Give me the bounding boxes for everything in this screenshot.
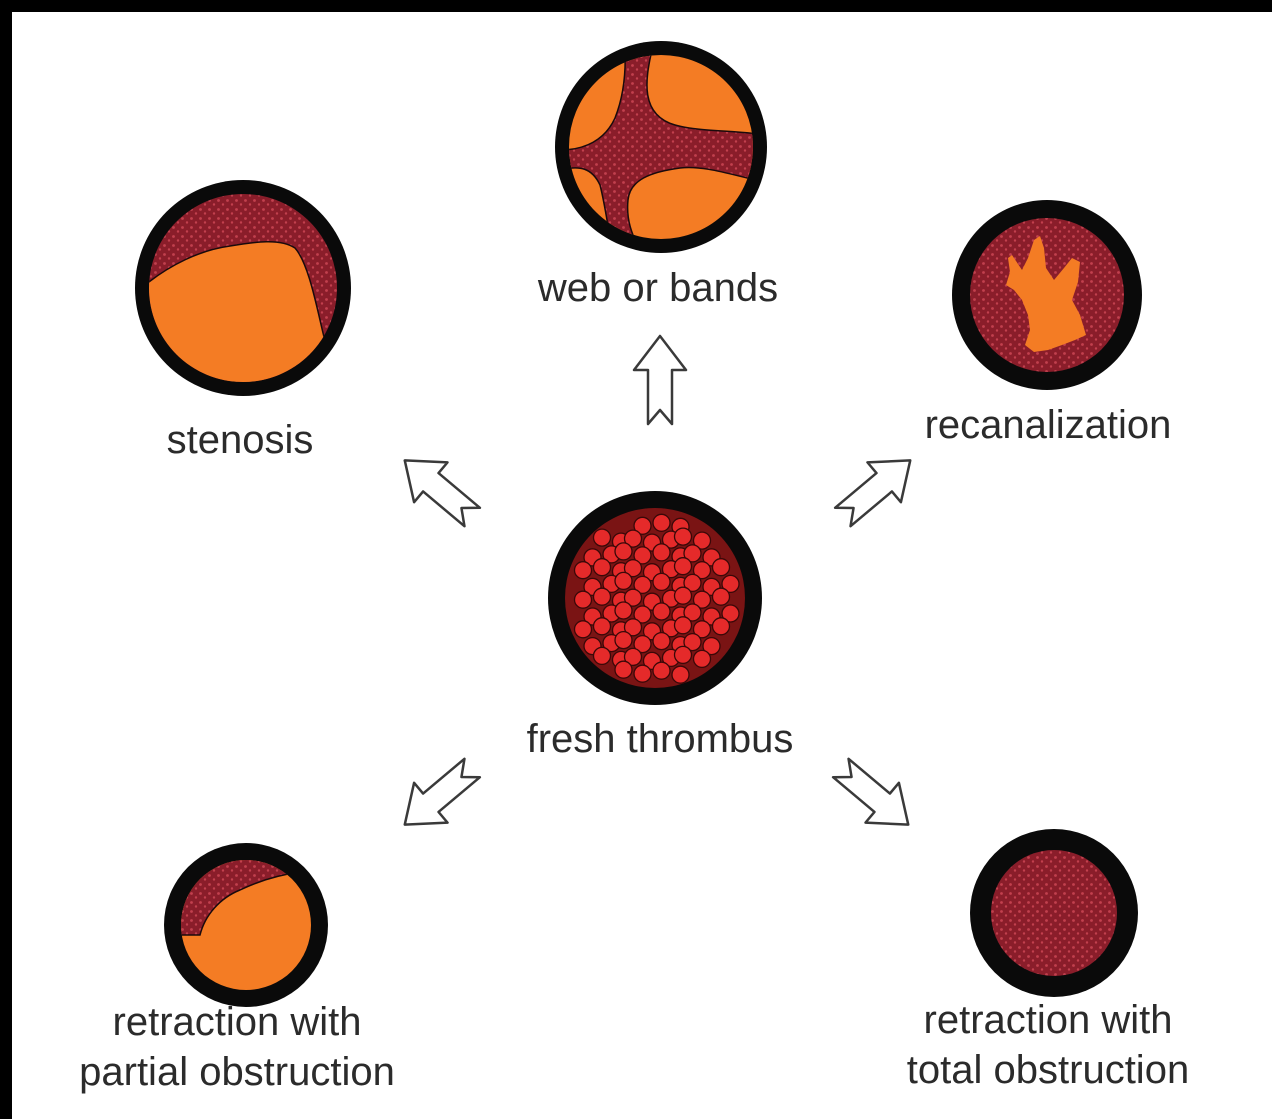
total-obstruction-label: retraction with total obstruction xyxy=(907,995,1189,1095)
total-obstruction-label-line2: total obstruction xyxy=(907,1045,1189,1095)
partial-obstruction-label-line1: retraction with xyxy=(79,997,395,1047)
total-obstruction-icon xyxy=(970,829,1138,997)
web-or-bands-icon xyxy=(555,41,767,253)
arrow-to-partial-obstruction xyxy=(388,748,489,844)
partial-obstruction-label: retraction with partial obstruction xyxy=(79,997,395,1097)
partial-obstruction-icon xyxy=(164,840,328,1007)
recanalization-icon xyxy=(952,200,1142,390)
web-or-bands-label: web or bands xyxy=(538,268,778,308)
fresh-thrombus-label: fresh thrombus xyxy=(527,719,794,759)
stenosis-label: stenosis xyxy=(167,420,314,460)
recanalization-label: recanalization xyxy=(925,405,1172,445)
fresh-thrombus-icon xyxy=(548,491,762,705)
partial-obstruction-label-line2: partial obstruction xyxy=(79,1047,395,1097)
diagram-panel: web or bands stenosis recanalization fre… xyxy=(12,12,1272,1119)
arrow-to-recanalization xyxy=(826,441,927,537)
total-obstruction-label-line1: retraction with xyxy=(907,995,1189,1045)
arrow-to-web xyxy=(634,336,686,424)
arrow-to-total-obstruction xyxy=(824,748,925,844)
stenosis-icon xyxy=(135,180,351,400)
arrow-to-stenosis xyxy=(388,441,489,537)
thrombus-outcomes-diagram xyxy=(12,12,1272,1119)
